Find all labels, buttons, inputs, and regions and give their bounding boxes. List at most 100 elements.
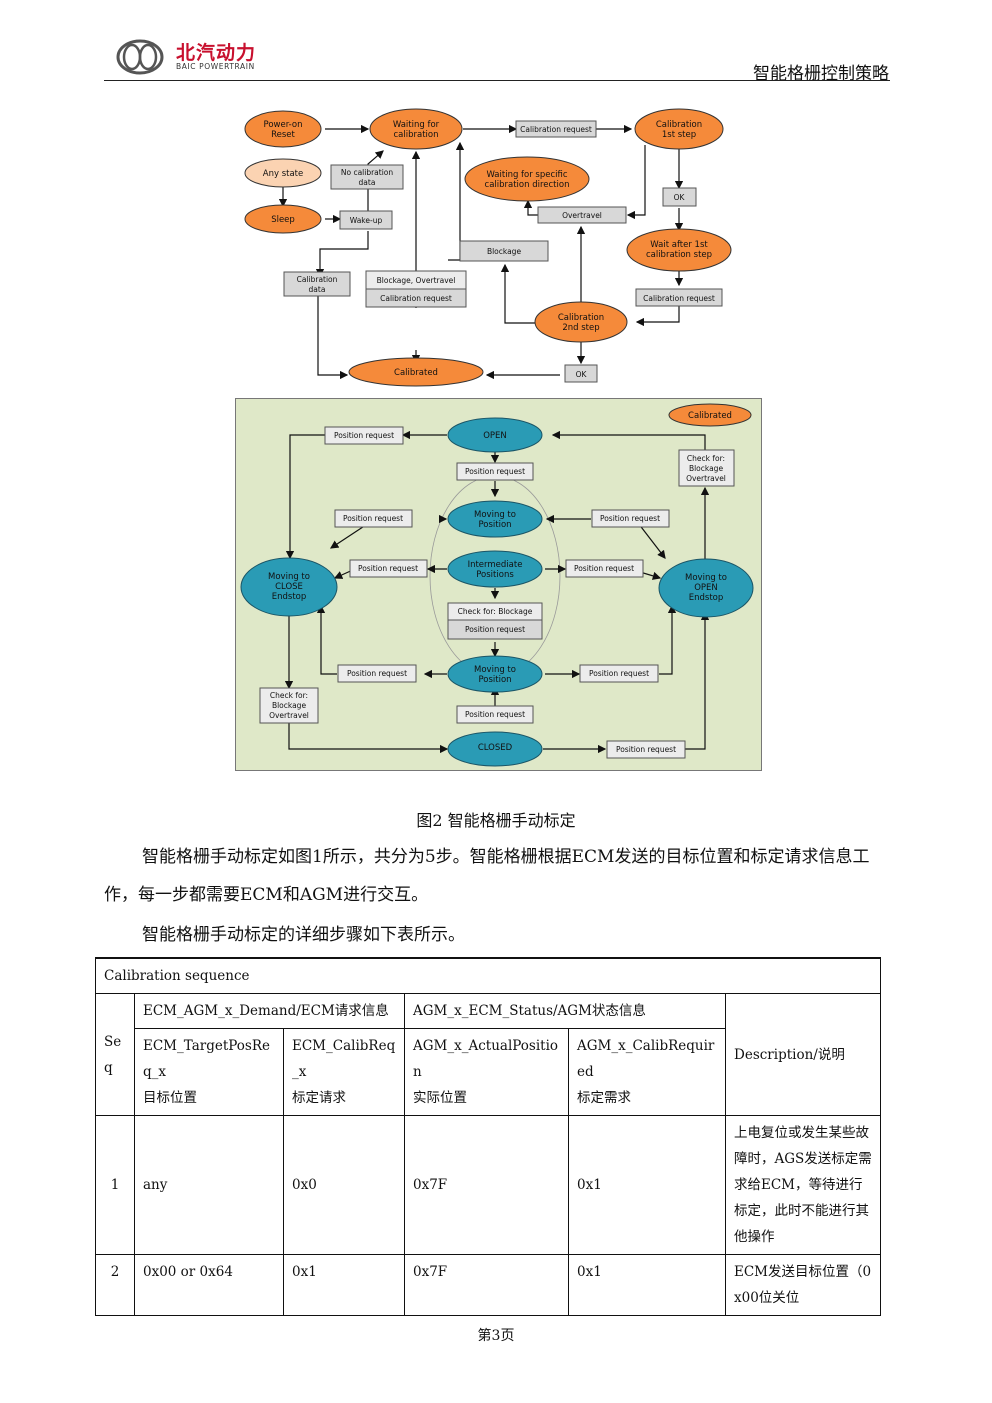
box-position-request-top-left: Position request bbox=[343, 514, 403, 523]
state-waiting-line1: Waiting for bbox=[393, 120, 440, 130]
state-waiting-direction bbox=[464, 156, 590, 202]
box-wake-up: Wake-up bbox=[350, 216, 383, 225]
body-paragraph-1: 智能格栅手动标定如图1所示，共分为5步。智能格栅根据ECM发送的目标位置和标定请… bbox=[104, 847, 870, 905]
table-row: 1 any 0x0 0x7F 0x1 上电复位或发生某些故障时，AGS发送标定需… bbox=[95, 1115, 882, 1255]
state-any-label: Any state bbox=[263, 169, 303, 179]
header-description: Description/说明 bbox=[724, 993, 882, 1116]
body-paragraph-2: 智能格栅手动标定的详细步骤如下表所示。 bbox=[142, 925, 465, 945]
calibration-state-diagram: Power-on Reset Waiting for calibration C… bbox=[244, 108, 732, 387]
state-any bbox=[244, 158, 322, 188]
cell-calibreq: 0x0 bbox=[283, 1115, 405, 1255]
state-moving-top-line1: Moving to bbox=[474, 510, 516, 520]
state-wait-after-line1: Wait after 1st bbox=[650, 240, 708, 250]
state-power-on-reset bbox=[244, 110, 322, 148]
state-power-on-line1: Power-on bbox=[264, 120, 303, 130]
state-cal2-line2: 2nd step bbox=[562, 323, 599, 333]
box-calib-data-line1: Calibration bbox=[297, 275, 338, 284]
state-close-endstop-line1: Moving to bbox=[268, 572, 310, 582]
baic-logo-icon bbox=[116, 39, 164, 75]
cell-required: 0x1 bbox=[568, 1254, 726, 1316]
table-row: 2 0x00 or 0x64 0x1 0x7F 0x1 ECM发送目标位置（0x… bbox=[95, 1254, 882, 1316]
header-group-agm: AGM_x_ECM_Status/AGM状态信息 bbox=[404, 993, 726, 1029]
cell-target: any bbox=[134, 1115, 284, 1255]
logo-text-en: BAIC POWERTRAIN bbox=[176, 62, 255, 71]
cell-seq: 1 bbox=[95, 1115, 135, 1255]
state-power-on-line2: Reset bbox=[271, 130, 295, 140]
header-group-ecm: ECM_AGM_x_Demand/ECM请求信息 bbox=[134, 993, 405, 1029]
cell-actual: 0x7F bbox=[404, 1115, 569, 1255]
calibration-sequence-table: Calibration sequence Seq ECM_AGM_x_Deman… bbox=[94, 957, 882, 1316]
box-calibration-request-top: Calibration request bbox=[520, 125, 592, 134]
state-open-endstop-line3: Endstop bbox=[689, 593, 724, 603]
state-calibrated-label: Calibrated bbox=[394, 368, 438, 378]
box-check-blockage-center: Check for: Blockage bbox=[458, 607, 533, 616]
cell-description: 上电复位或发生某些故障时，AGS发送标定需求给ECM，等待进行标定，此时不能进行… bbox=[724, 1115, 882, 1255]
position-state-diagram: Calibrated OPEN Moving to Position Inter… bbox=[235, 398, 762, 771]
box-blockage-overtravel: Blockage, Overtravel bbox=[377, 276, 456, 285]
calibrated-tag: Calibrated bbox=[688, 411, 732, 421]
state-open-endstop-line1: Moving to bbox=[685, 573, 727, 583]
state-wait-after-line2: calibration step bbox=[646, 250, 712, 260]
state-calibrated bbox=[348, 357, 484, 387]
figure-caption: 图2 智能格栅手动标定 bbox=[416, 811, 576, 830]
state-calibration-1st bbox=[634, 108, 724, 150]
state-cal2-line1: Calibration bbox=[558, 313, 604, 323]
box-calibration-request-right: Calibration request bbox=[643, 294, 715, 303]
box-position-request-mid-right: Position request bbox=[574, 564, 634, 573]
state-intermediate-line2: Positions bbox=[476, 570, 514, 580]
state-close-endstop-line2: CLOSE bbox=[275, 582, 303, 592]
cell-required: 0x1 bbox=[568, 1115, 726, 1255]
box-ok-1: OK bbox=[674, 193, 686, 202]
box-position-request-closed-right: Position request bbox=[616, 745, 676, 754]
box-no-calib-line2: data bbox=[359, 178, 376, 187]
box-position-request-open-left: Position request bbox=[334, 431, 394, 440]
box-no-calib-line1: No calibration bbox=[341, 168, 394, 177]
cell-seq: 2 bbox=[95, 1254, 135, 1316]
state-intermediate-line1: Intermediate bbox=[468, 560, 523, 570]
state-cal1-line2: 1st step bbox=[662, 130, 696, 140]
state-close-endstop-line3: Endstop bbox=[272, 592, 307, 602]
cell-calibreq: 0x1 bbox=[283, 1254, 405, 1316]
box-blockage: Blockage bbox=[487, 247, 522, 256]
page-number: 第3页 bbox=[477, 1328, 515, 1344]
state-sleep-label: Sleep bbox=[271, 215, 295, 225]
state-closed: CLOSED bbox=[478, 743, 513, 753]
box-check-bl-line3: Overtravel bbox=[269, 711, 309, 720]
state-waiting-dir-line2: calibration direction bbox=[485, 180, 570, 190]
header-divider bbox=[104, 80, 890, 81]
box-calib-data-line2: data bbox=[309, 285, 326, 294]
state-moving-top-line2: Position bbox=[478, 520, 511, 530]
table-title: Calibration sequence bbox=[94, 957, 882, 994]
box-position-request-top-right: Position request bbox=[600, 514, 660, 523]
box-position-request-bottom-left: Position request bbox=[347, 669, 407, 678]
box-check-tr-line2: Blockage bbox=[689, 464, 724, 473]
state-waiting-line2: calibration bbox=[394, 130, 439, 140]
box-check-bl-line1: Check for: bbox=[270, 691, 308, 700]
state-moving-bottom-line1: Moving to bbox=[474, 665, 516, 675]
box-position-request-bottom-right: Position request bbox=[589, 669, 649, 678]
box-position-request-open-down: Position request bbox=[465, 467, 525, 476]
box-check-tr-line3: Overtravel bbox=[686, 474, 726, 483]
state-calibration-2nd bbox=[534, 301, 628, 343]
state-waiting-calibration bbox=[369, 108, 463, 150]
state-open-endstop-line2: OPEN bbox=[694, 583, 718, 593]
cell-actual: 0x7F bbox=[404, 1254, 569, 1316]
logo-text-cn: 北汽动力 bbox=[176, 42, 257, 64]
box-position-request-center: Position request bbox=[465, 625, 525, 634]
box-ok-2: OK bbox=[576, 370, 588, 379]
cell-description: ECM发送目标位置（0x00位关位 bbox=[724, 1254, 882, 1316]
state-waiting-dir-line1: Waiting for specific bbox=[486, 170, 567, 180]
box-check-bl-line2: Blockage bbox=[272, 701, 307, 710]
state-open: OPEN bbox=[483, 431, 507, 441]
header-seq: Seq bbox=[95, 993, 135, 1116]
box-calibration-request-mid: Calibration request bbox=[380, 294, 452, 303]
state-sleep bbox=[244, 204, 322, 234]
box-check-tr-line1: Check for: bbox=[687, 454, 725, 463]
document-title: 智能格栅控制策略 bbox=[753, 64, 889, 84]
state-cal1-line1: Calibration bbox=[656, 120, 702, 130]
box-overtravel: Overtravel bbox=[562, 211, 602, 220]
